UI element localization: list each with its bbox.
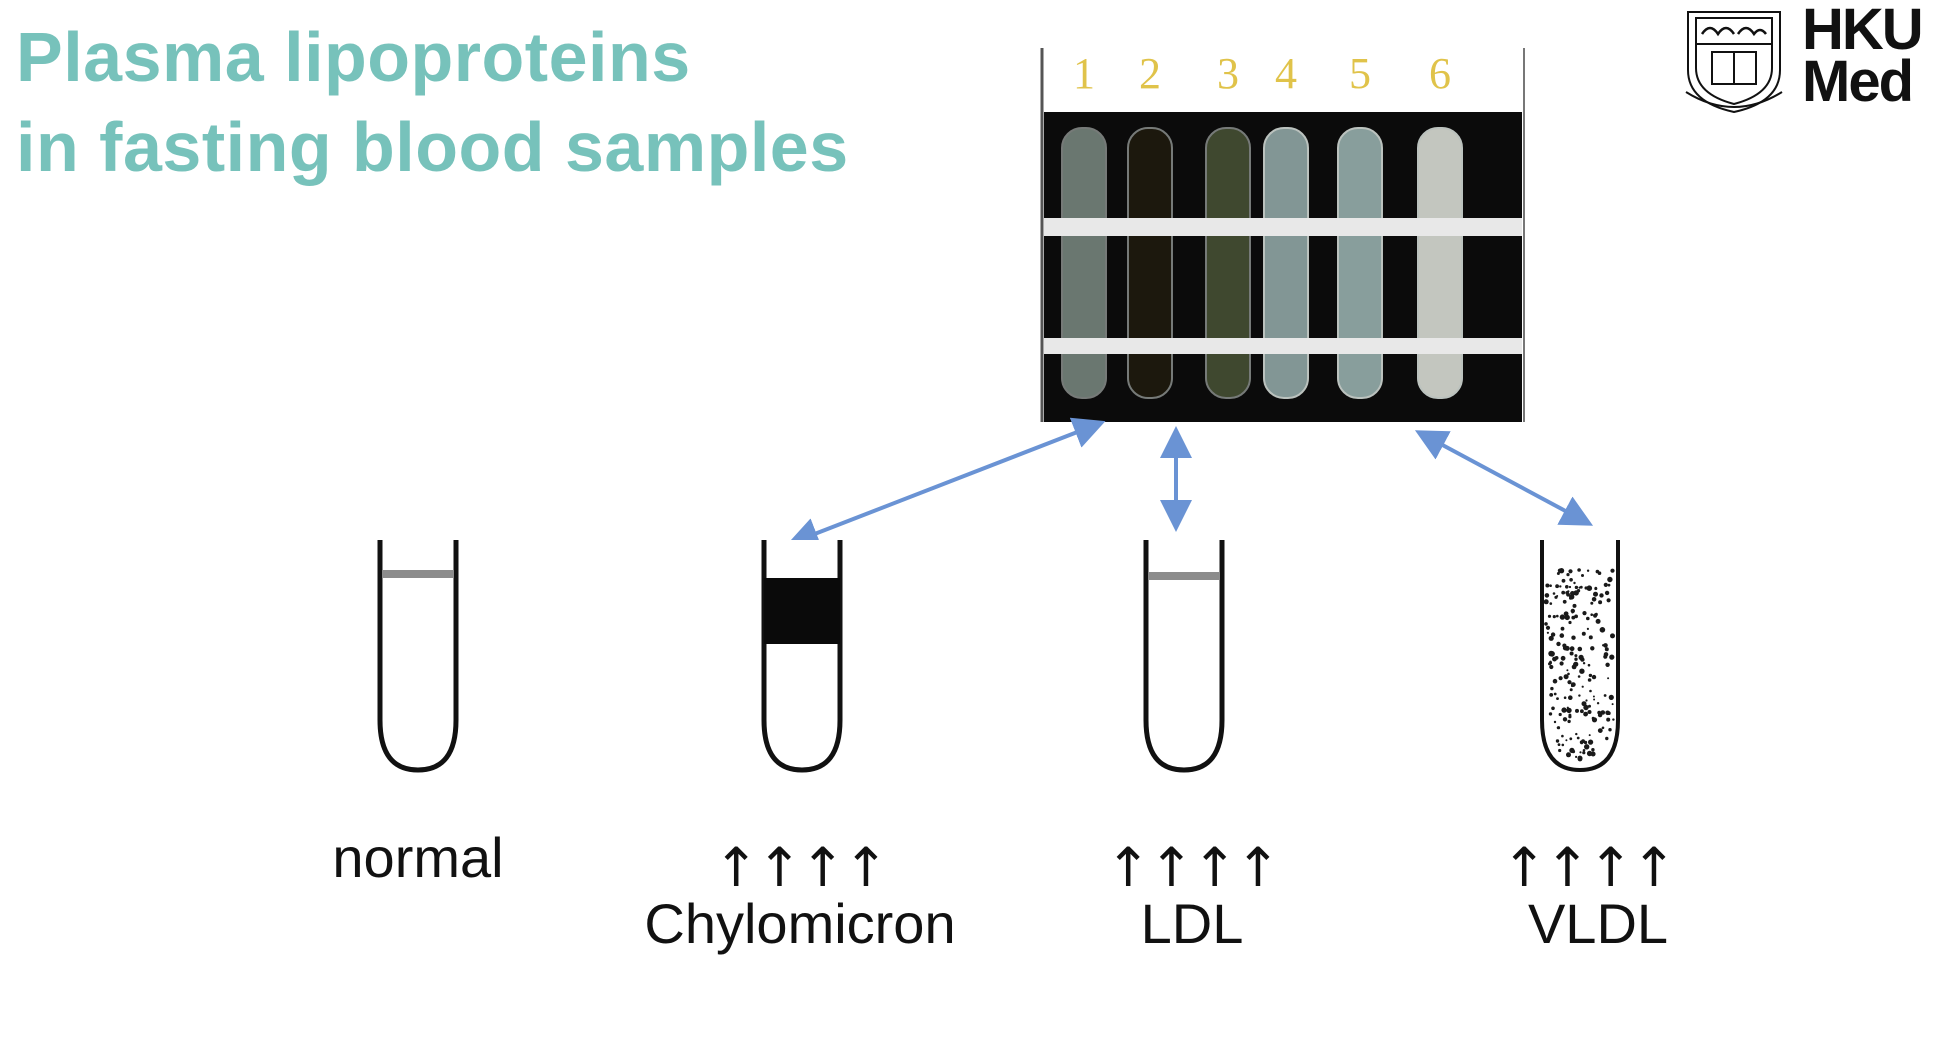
slide-title: Plasma lipoproteins in fasting blood sam… [16, 12, 849, 192]
label-normal: normal [332, 826, 504, 889]
photo-tube-4 [1263, 127, 1309, 399]
tube-normal [377, 540, 459, 773]
photo-tube-number-6: 6 [1429, 49, 1451, 98]
hku-seal-logo [1685, 11, 1783, 114]
title-line-1: Plasma lipoproteins [16, 18, 691, 96]
arrows-chylomicron: ↑↑↑↑ [713, 836, 889, 899]
label-ldl: LDL [1140, 892, 1244, 955]
photo-tube-5 [1337, 127, 1383, 399]
photo-tube-number-1: 1 [1073, 49, 1095, 98]
arrows-vldl: ↑↑↑↑ [1501, 836, 1677, 899]
label-vldl: VLDL [1527, 892, 1669, 955]
title-line-2: in fasting blood samples [16, 108, 849, 186]
med-line: Med [1802, 49, 1914, 114]
arrows-ldl: ↑↑↑↑ [1105, 836, 1281, 899]
hku-line: HKU [1802, 0, 1924, 62]
label-chylomicron: Chylomicron [644, 892, 956, 955]
photo-tube-3 [1205, 127, 1251, 399]
hku-med-wordmark: HKU Med [1802, 0, 1924, 114]
tube-chylomicron [761, 540, 843, 773]
arrow-chylomicron [786, 417, 1106, 549]
photo-tube-number-5: 5 [1349, 49, 1371, 98]
photo-tube-number-3: 3 [1217, 49, 1239, 98]
photo-tube-number-4: 4 [1275, 49, 1297, 98]
arrow-vldl [1414, 430, 1594, 526]
photo-tube-2 [1127, 127, 1173, 399]
photo-tube-1 [1061, 127, 1107, 399]
tube-vldl [1540, 540, 1620, 773]
tube-ldl [1143, 540, 1225, 773]
photo-tube-6 [1417, 127, 1463, 399]
photo-tube-number-2: 2 [1139, 49, 1161, 98]
